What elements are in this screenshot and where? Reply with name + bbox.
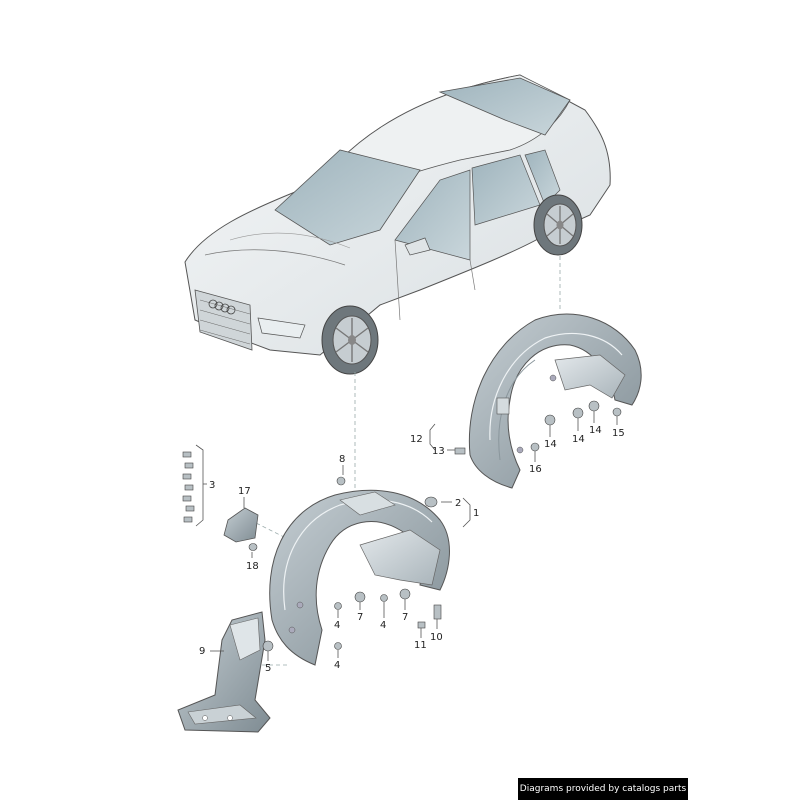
callout-labels: 1 2 3 4 4 4 5 7 7 8 9 10 11 12 13 14 14 …	[199, 425, 625, 674]
callout-3: 3	[209, 480, 215, 491]
callout-7: 7	[402, 612, 408, 623]
callout-2: 2	[455, 498, 461, 509]
leader-lines	[195, 411, 618, 661]
front-wheel	[321, 305, 379, 375]
logo-rings	[208, 299, 236, 315]
callout-15: 15	[612, 428, 625, 439]
rear-wheel	[533, 194, 583, 256]
callout-1: 1	[473, 508, 479, 519]
callout-4: 4	[380, 620, 386, 631]
callout-10: 10	[430, 632, 443, 643]
credit-banner: Diagrams provided by catalogs parts	[518, 778, 688, 800]
callout-14: 14	[589, 425, 602, 436]
front-wheel-housing-liner	[269, 489, 450, 666]
callout-4: 4	[334, 660, 340, 671]
callout-8: 8	[339, 454, 345, 465]
callout-4: 4	[334, 620, 340, 631]
callout-14: 14	[572, 434, 585, 445]
callout-18: 18	[246, 561, 259, 572]
front-lower-liner	[177, 611, 271, 733]
callout-16: 16	[529, 464, 542, 475]
callout-7: 7	[357, 612, 363, 623]
callout-14: 14	[544, 439, 557, 450]
car-illustration	[184, 74, 611, 375]
callout-12: 12	[410, 434, 423, 445]
callout-9: 9	[199, 646, 205, 657]
rear-wheel-housing-liner	[468, 313, 642, 489]
bracket-part-17	[223, 507, 259, 543]
callout-11: 11	[414, 640, 427, 651]
callout-13: 13	[432, 446, 445, 457]
callout-17: 17	[238, 486, 251, 497]
callout-5: 5	[265, 663, 271, 674]
